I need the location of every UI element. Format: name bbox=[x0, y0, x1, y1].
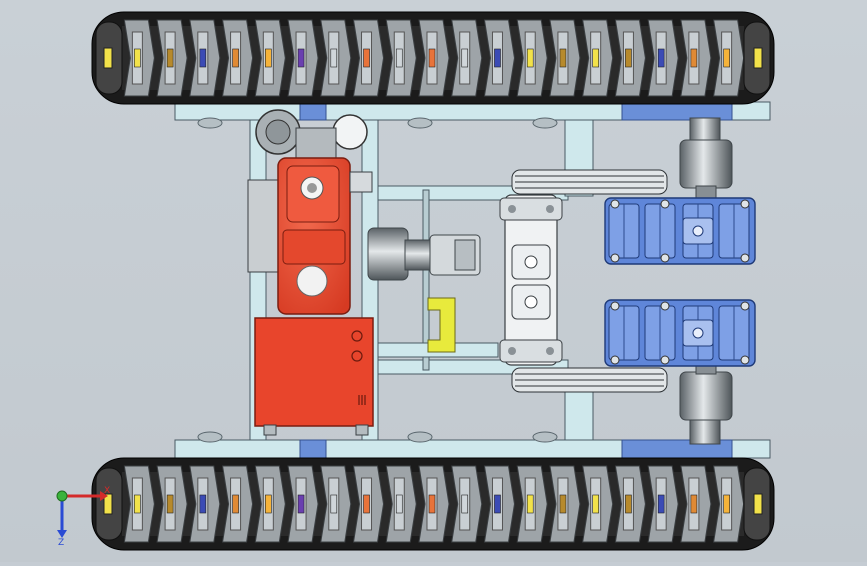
gearbox-bolt-center bbox=[692, 225, 704, 237]
control-knob[interactable] bbox=[351, 330, 363, 342]
gearbox-bolt bbox=[610, 199, 620, 209]
track-insert bbox=[330, 48, 338, 68]
gearbox-bolt bbox=[740, 253, 750, 263]
gearbox-upper[interactable] bbox=[604, 197, 756, 265]
track-insert bbox=[134, 494, 141, 514]
track-end-insert bbox=[103, 493, 113, 515]
bolt-pads bbox=[197, 117, 558, 443]
track-insert bbox=[428, 48, 436, 68]
track-insert bbox=[526, 48, 534, 68]
drive-axle-top[interactable] bbox=[679, 117, 733, 201]
track-insert bbox=[395, 494, 403, 514]
track-insert bbox=[559, 48, 567, 68]
track-insert bbox=[265, 48, 272, 68]
diesel-engine[interactable] bbox=[247, 109, 373, 315]
gearbox-bolt-center bbox=[692, 327, 704, 339]
gearbox-bolt bbox=[660, 301, 670, 311]
gearbox-bolt bbox=[660, 355, 670, 365]
triad-z-label: Z bbox=[58, 538, 64, 548]
track-insert bbox=[232, 494, 239, 514]
engine-output-shaft[interactable] bbox=[367, 227, 481, 281]
fuel-cap bbox=[332, 114, 368, 150]
gearbox-bolt bbox=[610, 253, 620, 263]
gearbox-bolt bbox=[660, 253, 670, 263]
gearbox-housing bbox=[604, 197, 756, 265]
gearbox-bolt bbox=[740, 301, 750, 311]
track-insert bbox=[657, 48, 665, 68]
yellow-bracket[interactable] bbox=[427, 297, 456, 353]
track-insert bbox=[461, 494, 469, 514]
intake-pipe bbox=[295, 127, 337, 163]
track-insert bbox=[166, 494, 174, 514]
track-insert bbox=[428, 494, 436, 514]
track-insert bbox=[690, 494, 698, 514]
rail-mount-block bbox=[621, 101, 733, 121]
track-insert bbox=[363, 494, 370, 514]
track-insert bbox=[297, 48, 305, 68]
track-insert bbox=[494, 48, 501, 68]
coordinate-triad-icon: X Z bbox=[56, 486, 110, 548]
track-insert bbox=[526, 494, 534, 514]
track-insert bbox=[363, 48, 370, 68]
track-insert bbox=[265, 494, 272, 514]
track-insert bbox=[199, 494, 207, 514]
track-insert bbox=[592, 494, 599, 514]
crawler-track-right[interactable] bbox=[91, 457, 775, 551]
gearbox-bolt bbox=[610, 355, 620, 365]
gearbox-lower[interactable] bbox=[604, 299, 756, 367]
gearbox-bolt bbox=[660, 199, 670, 209]
track-insert bbox=[199, 48, 207, 68]
track-insert bbox=[723, 494, 730, 514]
track-insert bbox=[494, 494, 501, 514]
track-insert bbox=[690, 48, 698, 68]
belt-drive-bottom[interactable] bbox=[511, 367, 668, 393]
pump-assembly[interactable] bbox=[499, 194, 563, 366]
track-insert bbox=[134, 48, 141, 68]
control-box[interactable] bbox=[254, 317, 374, 436]
control-knob[interactable] bbox=[351, 350, 363, 362]
engine-accessory bbox=[247, 179, 281, 273]
frame-plate bbox=[422, 189, 430, 371]
track-insert bbox=[297, 494, 305, 514]
track-end-insert bbox=[103, 47, 113, 69]
rail-mount-block bbox=[299, 101, 327, 121]
track-end-insert bbox=[753, 47, 763, 69]
track-insert bbox=[330, 494, 338, 514]
rail-mount-block bbox=[299, 439, 327, 459]
track-insert bbox=[232, 48, 239, 68]
track-insert bbox=[166, 48, 174, 68]
track-insert bbox=[723, 48, 730, 68]
track-insert bbox=[657, 494, 665, 514]
gearbox-bolt bbox=[740, 355, 750, 365]
track-insert bbox=[461, 48, 469, 68]
gearbox-housing bbox=[604, 299, 756, 367]
belt-drive-top[interactable] bbox=[511, 169, 668, 195]
gearbox-bolt bbox=[610, 301, 620, 311]
track-end-insert bbox=[753, 493, 763, 515]
track-insert bbox=[592, 48, 599, 68]
track-insert bbox=[625, 48, 632, 68]
track-insert bbox=[625, 494, 632, 514]
triad-x-label: X bbox=[104, 486, 110, 496]
gearbox-bolt bbox=[740, 199, 750, 209]
crawler-track-left[interactable] bbox=[91, 11, 775, 105]
track-insert bbox=[559, 494, 567, 514]
track-insert bbox=[395, 48, 403, 68]
